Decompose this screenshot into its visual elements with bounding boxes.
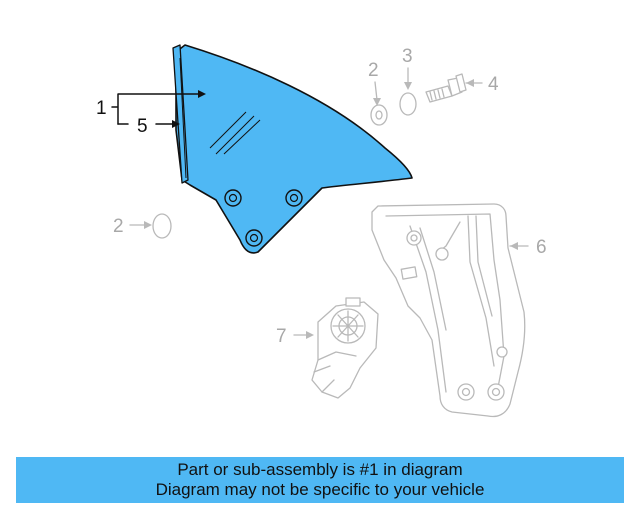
banner-line-2: Diagram may not be specific to your vehi…	[155, 480, 485, 499]
svg-text:2: 2	[368, 60, 379, 81]
callout-1[interactable]: 1	[96, 90, 206, 125]
mount-hole	[224, 189, 242, 207]
mount-hole	[285, 189, 303, 207]
svg-text:4: 4	[488, 74, 499, 95]
washer-part-2[interactable]: 2	[368, 60, 388, 126]
bolt-part-4[interactable]: 4	[425, 73, 499, 103]
o-ring-part-3[interactable]: 3	[399, 46, 417, 116]
banner-line-1: Part or sub-assembly is #1 in diagram	[177, 460, 463, 479]
svg-text:1: 1	[96, 98, 107, 119]
info-banner: Part or sub-assembly is #1 in diagram Di…	[16, 457, 624, 503]
svg-text:2: 2	[113, 216, 124, 237]
mount-hole	[245, 229, 263, 247]
window-motor-part-7[interactable]: 7	[276, 297, 379, 399]
svg-text:3: 3	[402, 46, 413, 67]
quarter-glass-part[interactable]	[172, 44, 413, 254]
callout-5[interactable]: 5	[117, 116, 180, 137]
window-regulator-part-6[interactable]: 6	[371, 203, 547, 418]
svg-text:5: 5	[137, 116, 148, 137]
svg-text:6: 6	[536, 237, 547, 258]
washer-part-2-lower[interactable]: 2	[113, 213, 172, 239]
svg-text:7: 7	[276, 326, 287, 347]
parts-diagram: 1 5 2 3 4 2	[96, 44, 547, 418]
